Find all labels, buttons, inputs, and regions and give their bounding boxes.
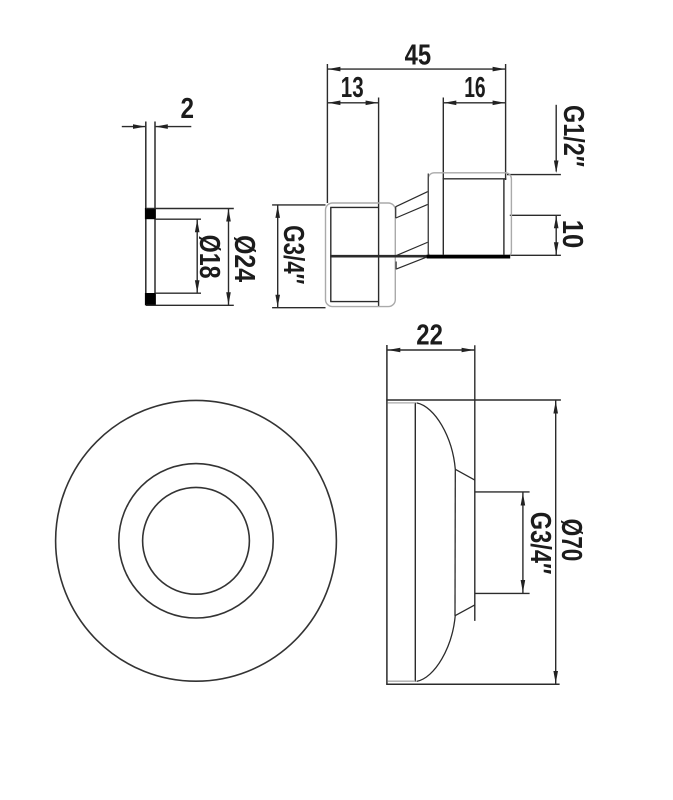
svg-text:Ø24: Ø24	[228, 235, 260, 282]
svg-text:Ø70: Ø70	[555, 519, 587, 562]
svg-text:G1/2″: G1/2″	[557, 105, 589, 167]
svg-text:Ø18: Ø18	[193, 235, 225, 279]
svg-text:G3/4″: G3/4″	[524, 512, 556, 575]
svg-text:2: 2	[180, 93, 194, 125]
svg-text:22: 22	[416, 319, 443, 351]
svg-text:45: 45	[405, 40, 432, 72]
svg-text:G3/4″: G3/4″	[277, 225, 309, 284]
svg-text:13: 13	[341, 72, 364, 104]
svg-text:16: 16	[464, 72, 485, 104]
svg-text:10: 10	[556, 220, 588, 249]
